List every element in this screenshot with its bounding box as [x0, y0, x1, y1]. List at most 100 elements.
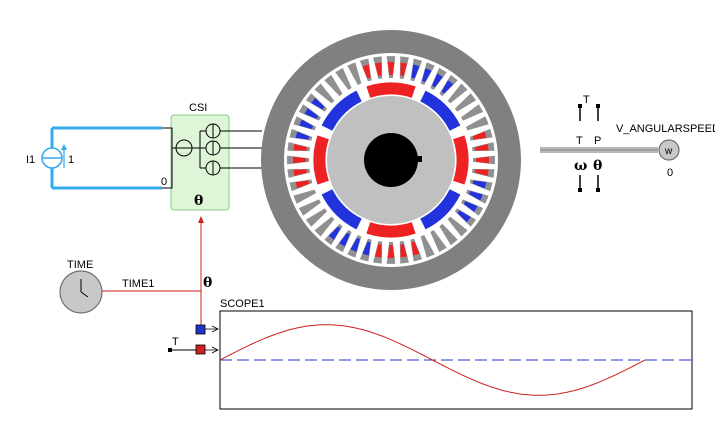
- stator-coil: [468, 119, 483, 129]
- stator-slots: [287, 56, 495, 264]
- stator-coil: [475, 143, 489, 151]
- stator-coil: [311, 210, 325, 223]
- stator-coil: [293, 169, 307, 177]
- time-block[interactable]: TIME TIME1: [59, 259, 154, 314]
- csi-block[interactable]: CSI θ: [162, 102, 230, 211]
- scope-sine-trace: [219, 324, 646, 396]
- stator-coil: [400, 244, 408, 258]
- rotor-magnets: [312, 81, 470, 239]
- stator-coil: [362, 241, 371, 256]
- shaft: [364, 133, 418, 187]
- stator-coil: [328, 80, 341, 94]
- motor-cross-section[interactable]: [261, 30, 521, 290]
- speed-block-label: V_ANGULARSPEED: [616, 123, 715, 135]
- source-name-label: I1: [26, 154, 35, 166]
- stator-coil: [299, 119, 314, 129]
- stator-coil: [441, 226, 454, 240]
- scope-label: SCOPE1: [220, 298, 265, 310]
- stator-coil: [339, 73, 350, 88]
- p-pin-end: [596, 104, 600, 108]
- stator-coil: [475, 169, 489, 177]
- stator-coil: [463, 108, 478, 119]
- theta-wire-label: θ: [203, 275, 212, 291]
- stator-coil: [311, 97, 325, 110]
- speed-value-label: 0: [667, 167, 673, 179]
- rotor-magnet: [320, 89, 364, 133]
- stator-coil: [449, 88, 463, 102]
- stator-coil: [387, 62, 395, 76]
- stator-coil: [293, 156, 307, 164]
- stator-coil: [457, 97, 471, 110]
- p-port-label: P: [594, 135, 601, 147]
- t-top-label: T: [583, 94, 590, 106]
- theta-pin-end: [596, 188, 600, 192]
- source-value-label: 1: [68, 154, 74, 166]
- speed-source-icon-letter: w: [664, 146, 673, 157]
- stator-coil: [463, 201, 478, 212]
- t-top-pin-end: [578, 104, 582, 108]
- stator-coil: [350, 68, 360, 83]
- stator-coil: [411, 64, 420, 79]
- stator-coil: [339, 232, 350, 247]
- time-block-label: TIME: [67, 259, 93, 271]
- stator-coil: [441, 80, 454, 94]
- stator-coil: [350, 237, 360, 252]
- stator-coil: [293, 143, 307, 151]
- phase-wires: [220, 130, 262, 169]
- csi-bus-lines: [192, 130, 206, 169]
- ground-value-label: 0: [161, 176, 167, 188]
- rotor-magnet: [418, 89, 462, 133]
- stator-coil: [362, 64, 371, 79]
- stator-coil: [387, 244, 395, 258]
- rotor-magnet: [320, 187, 364, 231]
- stator-coil: [304, 108, 319, 119]
- stator-coil: [328, 226, 341, 240]
- speed-source-icon[interactable]: [658, 139, 680, 161]
- stator-coil: [299, 191, 314, 201]
- rotor-magnet: [418, 187, 462, 231]
- stator-coil: [374, 62, 382, 76]
- stator-coil: [432, 232, 443, 247]
- current-source-i1[interactable]: I1 1 0: [26, 126, 167, 190]
- stator-coil: [472, 180, 487, 189]
- stator-coil: [304, 201, 319, 212]
- scope-block[interactable]: SCOPE1: [195, 298, 693, 410]
- stator-coil: [422, 68, 432, 83]
- stator-coil: [449, 218, 463, 232]
- rotor-magnet: [365, 81, 417, 100]
- theta-port-label: θ: [593, 158, 602, 174]
- rotor-magnet: [312, 134, 331, 186]
- omega-pin-end: [578, 188, 582, 192]
- stator-coil: [422, 237, 432, 252]
- rotor-magnet: [451, 134, 470, 186]
- current-arrow-head-icon: [61, 144, 67, 150]
- stator-coil: [295, 131, 310, 140]
- stator-coil: [411, 241, 420, 256]
- stator-coil: [468, 191, 483, 201]
- t-input-label: T: [172, 336, 179, 348]
- signal-wires: θ T: [102, 216, 212, 352]
- csi-theta-label: θ: [194, 193, 203, 209]
- angular-speed-source[interactable]: w V_ANGULARSPEED 0 T T P ω θ: [540, 94, 715, 192]
- stator-coil: [319, 88, 333, 102]
- stator-coil: [475, 156, 489, 164]
- scope-input-connectors: [205, 325, 219, 354]
- stator-coil: [374, 244, 382, 258]
- stator-coil: [457, 210, 471, 223]
- stator-coil: [472, 131, 487, 140]
- stator-coil: [432, 73, 443, 88]
- clock-hand-hour: [80, 291, 89, 298]
- rotor-magnet: [365, 220, 417, 239]
- scope-input-blue[interactable]: [195, 324, 206, 335]
- theta-feed-arrow-icon: [198, 216, 204, 223]
- stator-coil: [400, 62, 408, 76]
- omega-port-label: ω: [574, 158, 587, 174]
- time-signal-label: TIME1: [122, 278, 154, 290]
- stator-coil: [319, 218, 333, 232]
- t-input-pin-end: [168, 348, 172, 352]
- scope-input-red[interactable]: [195, 344, 206, 355]
- shaft-key: [416, 156, 422, 162]
- stator-coil: [295, 180, 310, 189]
- t-port-label: T: [576, 135, 583, 147]
